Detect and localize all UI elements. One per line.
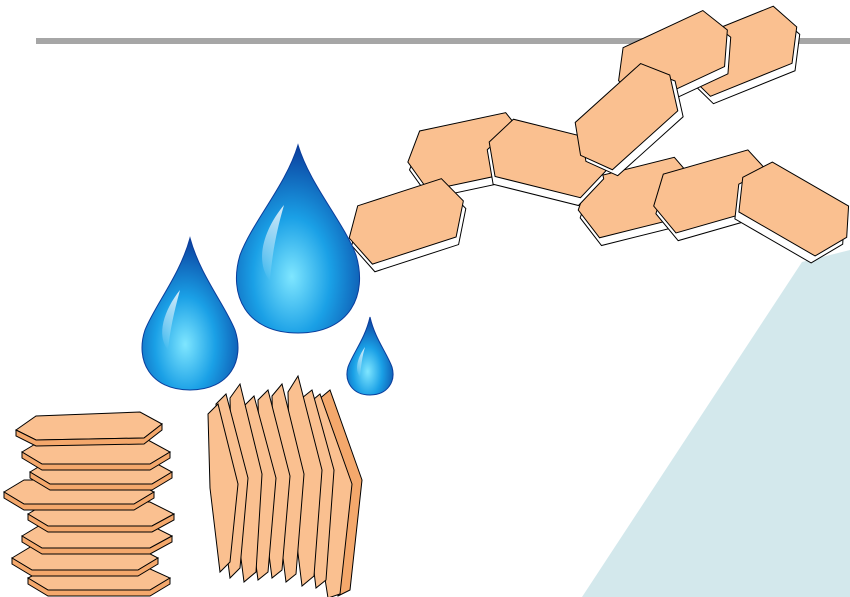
platelet [734, 161, 850, 264]
water-drop-icon [346, 316, 394, 396]
platelet [486, 118, 607, 207]
wedge-shape [582, 250, 850, 597]
vertical-platelet-stack [207, 374, 363, 597]
platelet [207, 403, 239, 574]
platelet [574, 63, 684, 177]
water-drop-icon [141, 236, 239, 391]
water-drop-icon [236, 143, 360, 334]
platelet [15, 411, 163, 447]
exfoliated-platelet-chain [348, 5, 850, 273]
platelet [348, 178, 467, 273]
horizontal-platelet-stack [3, 411, 176, 597]
top-rule-line [36, 38, 850, 44]
